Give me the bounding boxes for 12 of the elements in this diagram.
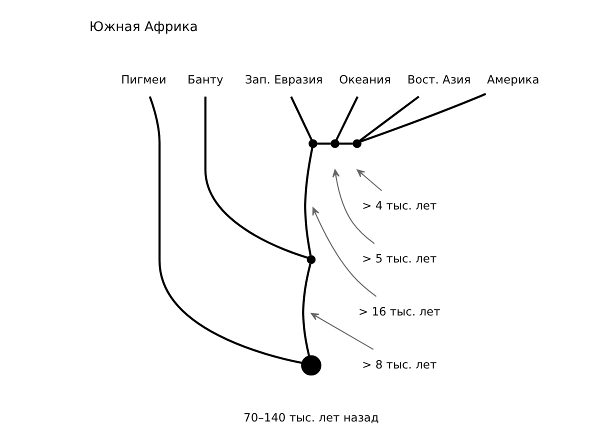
label: Южная Африка <box>88 20 198 35</box>
node-text: > 4 тыс. лет <box>362 198 436 213</box>
node-text: Зап. Евразия <box>244 72 322 87</box>
node-text: > 5 тыс. лет <box>362 252 436 266</box>
node-text: Америка <box>486 72 539 87</box>
node-text: > 16 тыс. лет <box>358 304 440 318</box>
node-text: Вост. Азия <box>406 72 470 87</box>
node-label: 70–140 тыс. лет назад <box>243 410 378 424</box>
node-text: Банту <box>186 72 223 87</box>
node-text: Пигмеи <box>120 72 166 87</box>
node-text: Океания <box>338 72 390 87</box>
node-text: > 8 тыс. лет <box>362 357 436 372</box>
